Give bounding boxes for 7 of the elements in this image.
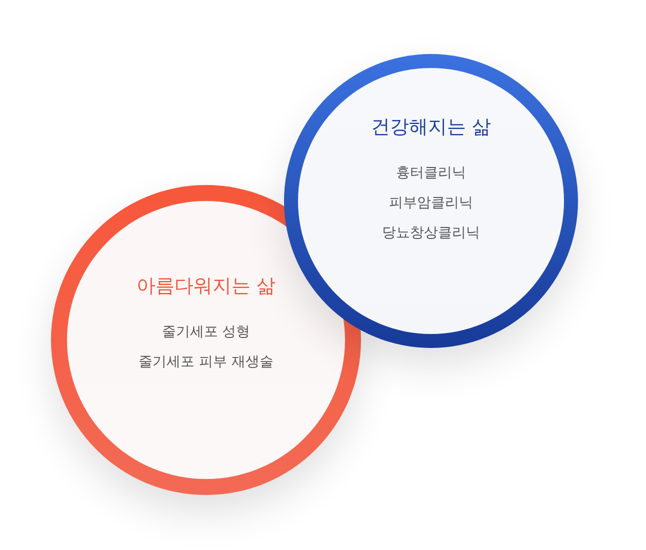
list-item: 흉터클리닉 — [396, 164, 466, 182]
list-item: 당뇨창상클리닉 — [382, 224, 480, 242]
list-item: 줄기세포 피부 재생술 — [138, 353, 274, 371]
list-item: 피부암클리닉 — [389, 194, 473, 212]
list-item: 줄기세포 성형 — [162, 323, 250, 341]
circle-heading: 아름다워지는 삶 — [136, 274, 276, 299]
circle-heading: 건강해지는 삶 — [370, 115, 492, 140]
